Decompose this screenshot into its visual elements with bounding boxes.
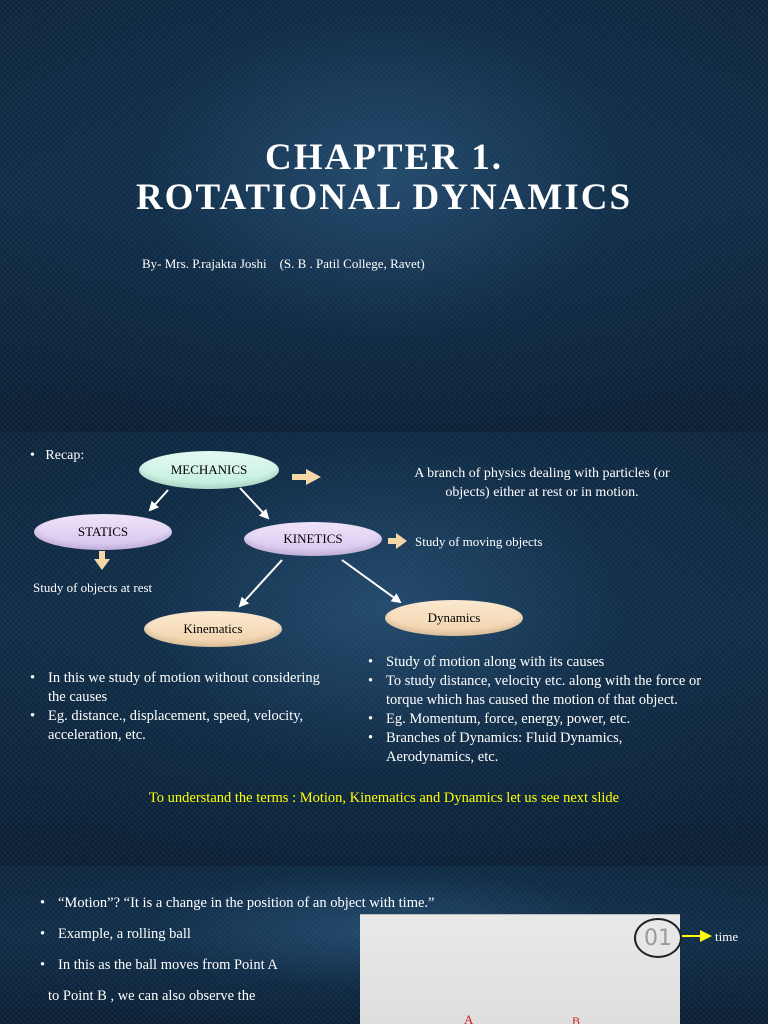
kinematics-points: In this we study of motion without consi…: [28, 669, 328, 745]
chapter-subtitle: ROTATIONAL DYNAMICS: [135, 177, 633, 218]
next-slide-note: To understand the terms : Motion, Kinema…: [148, 790, 620, 806]
block-arrow-mechanics: [292, 469, 321, 485]
dynamics-node: Dynamics: [385, 600, 523, 636]
title-slide: CHAPTER 1. ROTATIONAL DYNAMICS By- Mrs. …: [0, 0, 768, 432]
statics-description: Study of objects at rest: [33, 580, 153, 595]
list-item: In this we study of motion without consi…: [28, 669, 328, 707]
concept-arrows: [94, 469, 407, 608]
bullet-icon: •: [30, 448, 46, 463]
arrow-mechanics-to-statics: [148, 489, 169, 512]
rolling-ball-animation[interactable]: [360, 914, 680, 1024]
list-item: Eg. Momentum, force, energy, power, etc.: [366, 710, 706, 729]
kinetics-description: Study of moving objects: [415, 534, 543, 549]
list-item: To study distance, velocity etc. along w…: [366, 672, 706, 710]
frame-counter: 01: [634, 918, 682, 958]
list-item: In this as the ball moves from Point A: [38, 956, 558, 975]
recap-slide: • Recap: MECHANICS A branch of physics d…: [0, 432, 768, 866]
point-a-label: A: [464, 1012, 474, 1024]
statics-node: STATICS: [34, 514, 172, 550]
mechanics-node: MECHANICS: [139, 451, 279, 489]
motion-points: “Motion”? “It is a change in the positio…: [38, 894, 558, 987]
list-item: “Motion”? “It is a change in the positio…: [38, 894, 558, 913]
mechanics-desc-line1: A branch of physics dealing with particl…: [414, 466, 670, 481]
time-label: time: [715, 929, 739, 944]
list-item: Example, a rolling ball: [38, 925, 558, 944]
list-item: Study of motion along with its causes: [366, 653, 706, 672]
author-byline: By- Mrs. P.rajakta Joshi (S. B . Patil C…: [142, 256, 425, 271]
mechanics-desc-line2: objects) either at rest or in motion.: [445, 485, 639, 500]
arrow-mechanics-to-kinetics: [239, 487, 270, 520]
recap-bullet: • Recap:: [30, 448, 84, 464]
mechanics-description: A branch of physics dealing with particl…: [360, 464, 724, 502]
arrow-kinetics-to-dynamics: [341, 559, 402, 604]
point-b-label: B: [572, 1014, 581, 1024]
kinetics-node: KINETICS: [244, 522, 382, 556]
list-item: Eg. distance., displacement, speed, velo…: [28, 707, 328, 745]
block-arrow-kinetics: [388, 533, 407, 549]
recap-label: Recap:: [45, 448, 85, 463]
motion-slide: “Motion”? “It is a change in the positio…: [0, 866, 768, 1024]
block-arrow-statics: [94, 551, 110, 570]
chapter-title: CHAPTER 1.: [265, 137, 503, 178]
dynamics-points: Study of motion along with its causes To…: [366, 653, 706, 767]
motion-continuation: to Point B , we can also observe the: [48, 988, 256, 1004]
time-arrow-icon: [682, 930, 712, 942]
arrow-kinetics-to-kinematics: [238, 559, 283, 608]
list-item: Branches of Dynamics: Fluid Dynamics, Ae…: [366, 729, 706, 767]
kinematics-node: Kinematics: [144, 611, 282, 647]
